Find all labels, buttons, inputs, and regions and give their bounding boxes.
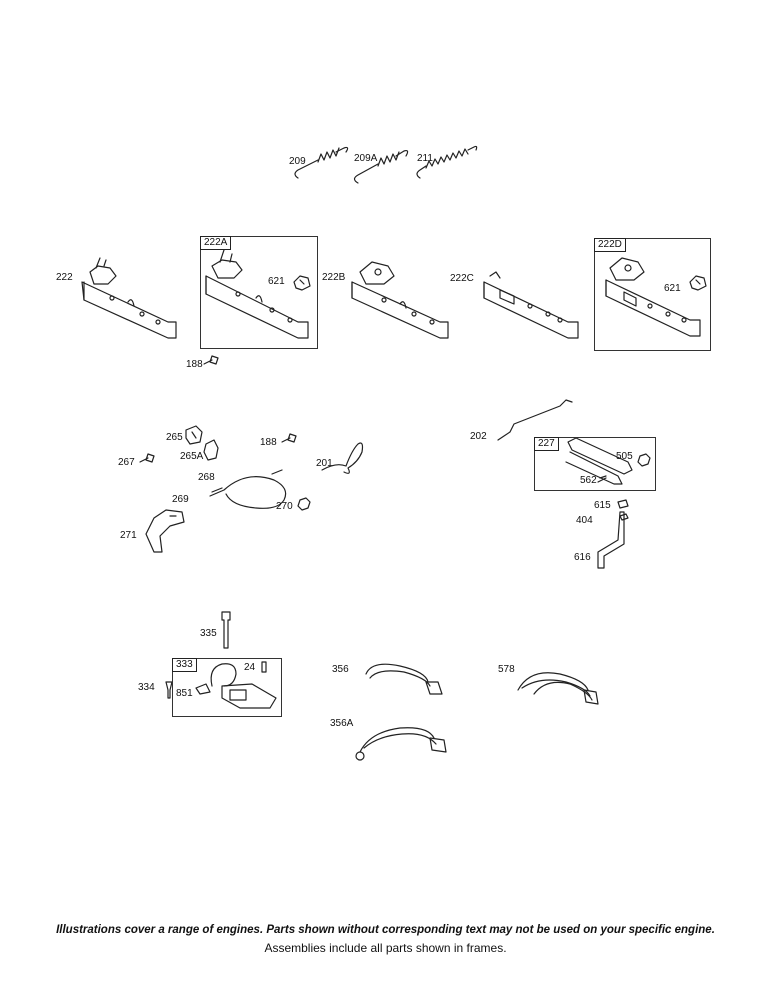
bracket-222c-icon [483, 271, 579, 339]
label-334: 334 [138, 682, 155, 693]
spring-201-icon [321, 442, 364, 474]
label-265a: 265A [180, 451, 204, 462]
bracket-222-icon [81, 257, 177, 339]
lever-271-icon [145, 509, 185, 553]
harness-578-icon [517, 672, 599, 705]
bracket-222d-icon [605, 257, 701, 337]
label-209: 209 [289, 156, 306, 167]
frame-333 [172, 658, 282, 717]
label-851: 851 [176, 688, 193, 699]
label-222c: 222C [450, 273, 474, 284]
spring-209a-icon [353, 149, 409, 184]
bracket-222a-icon [205, 249, 309, 339]
pin-24-icon [261, 661, 267, 673]
bracket-222b-icon [351, 261, 449, 339]
clip-265a-icon [203, 439, 219, 461]
linkage-227-icon [565, 437, 633, 485]
label-222a: 222A [200, 236, 232, 250]
nut-270-icon [297, 497, 311, 511]
label-621: 621 [268, 276, 285, 287]
screw-188b-icon [281, 433, 297, 443]
coil-333-icon [195, 663, 277, 709]
label-270: 270 [276, 501, 293, 512]
link-202-icon [497, 399, 573, 441]
nut-615-icon [617, 499, 629, 509]
label-562: 562 [580, 475, 597, 486]
label-271: 271 [120, 530, 137, 541]
footer-disclaimer: Illustrations cover a range of engines. … [56, 924, 715, 936]
label-269: 269 [172, 494, 189, 505]
rod-616-icon [597, 511, 625, 569]
label-188b: 188 [260, 437, 277, 448]
label-578: 578 [498, 664, 515, 675]
label-505: 505 [616, 451, 633, 462]
cable-268-icon [209, 469, 287, 509]
label-356a: 356A [330, 718, 354, 729]
label-356: 356 [332, 664, 349, 675]
label-201: 201 [316, 458, 333, 469]
clip-621d-icon [689, 275, 707, 291]
frame-222a [200, 236, 318, 349]
label-616: 616 [574, 552, 591, 563]
nut-505-icon [637, 453, 651, 467]
label-227: 227 [534, 437, 559, 451]
label-211: 211 [417, 153, 433, 164]
harness-356a-icon [355, 727, 447, 761]
bolt-335-icon [221, 611, 231, 649]
label-209a: 209A [354, 153, 378, 164]
clip-265-icon [185, 425, 203, 445]
label-268: 268 [198, 472, 215, 483]
label-202: 202 [470, 431, 487, 442]
label-621d: 621 [664, 283, 681, 294]
label-265: 265 [166, 432, 183, 443]
label-188: 188 [186, 359, 203, 370]
frame-222d [594, 238, 711, 351]
spring-209-icon [294, 146, 349, 179]
label-222d: 222D [594, 238, 626, 252]
label-333: 333 [172, 658, 197, 672]
screw-267-icon [139, 453, 155, 463]
label-404: 404 [576, 515, 593, 526]
harness-356-icon [365, 663, 443, 695]
screw-562-icon [597, 477, 607, 483]
frame-227 [534, 437, 656, 491]
spring-211-icon [416, 145, 478, 179]
label-222b: 222B [322, 272, 346, 283]
label-335: 335 [200, 628, 217, 639]
footer-assemblies-note: Assemblies include all parts shown in fr… [264, 941, 507, 955]
screw-188-icon [203, 355, 219, 365]
label-615: 615 [594, 500, 611, 511]
label-267: 267 [118, 457, 135, 468]
label-24: 24 [244, 662, 256, 673]
label-222: 222 [56, 272, 73, 283]
clip-621-icon [293, 275, 311, 291]
